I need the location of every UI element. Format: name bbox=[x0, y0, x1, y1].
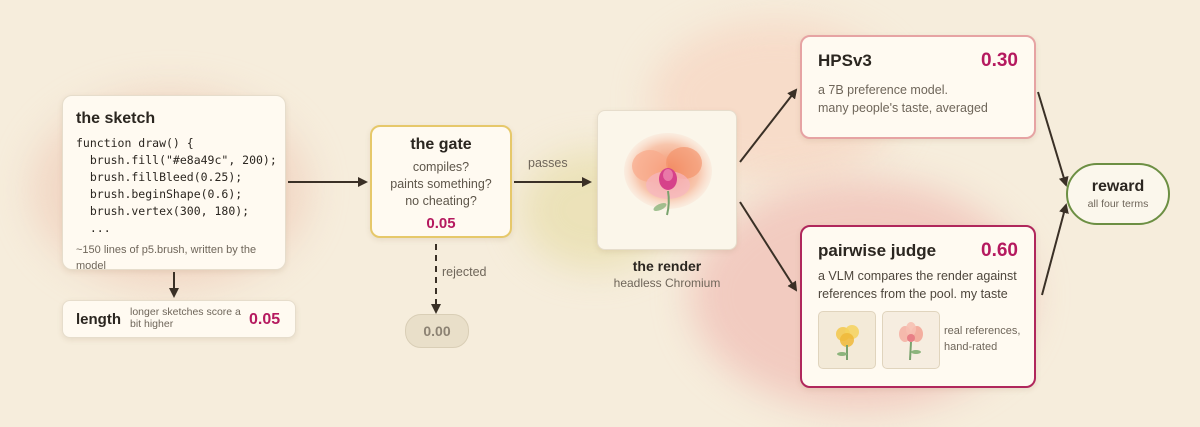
sketch-caption: ~150 lines of p5.brush, written by the m… bbox=[76, 244, 257, 272]
render-title: the render bbox=[632, 258, 702, 274]
length-score: 0.05 bbox=[249, 311, 281, 328]
sketch-code: function draw() { brush.fill("#e8a49c", … bbox=[76, 136, 277, 235]
gate-title: the gate bbox=[410, 136, 472, 153]
hpsv3-score: 0.30 bbox=[981, 50, 1018, 71]
rejected-score-pill: 0.00 bbox=[405, 314, 469, 348]
pairwise-title: pairwise judge bbox=[818, 241, 937, 260]
reference-thumb-yellow bbox=[818, 311, 876, 369]
gate-card: the gate compiles? paints something? no … bbox=[370, 125, 512, 238]
arrow-render-to-hpsv3 bbox=[739, 88, 798, 163]
render-subtitle: headless Chromium bbox=[613, 276, 721, 290]
pairwise-score: 0.60 bbox=[981, 240, 1018, 261]
gate-score: 0.05 bbox=[426, 215, 456, 232]
references-note: real references, hand-rated bbox=[944, 325, 1021, 353]
hpsv3-description: a 7B preference model. many people's tas… bbox=[818, 83, 988, 115]
sketch-title: the sketch bbox=[76, 110, 156, 127]
length-title: length bbox=[76, 311, 121, 328]
pairwise-judge-card: pairwise judge 0.60 a VLM compares the r… bbox=[800, 225, 1036, 388]
reward-pill: reward all four terms bbox=[1066, 163, 1170, 225]
arrow-render-to-pairwise bbox=[739, 201, 798, 292]
reference-thumb-pink bbox=[882, 311, 940, 369]
reward-subtitle: all four terms bbox=[1087, 198, 1149, 210]
length-card: length longer sketches score a bit highe… bbox=[62, 300, 296, 338]
rejected-label: rejected bbox=[442, 265, 487, 279]
length-description: longer sketches score a bit higher bbox=[130, 306, 241, 330]
render-card bbox=[597, 110, 737, 250]
reward-title: reward bbox=[1091, 178, 1145, 195]
hpsv3-card: HPSv3 0.30 a 7B preference model. many p… bbox=[800, 35, 1036, 139]
gate-checks: compiles? paints something? no cheating? bbox=[390, 160, 492, 208]
hpsv3-title: HPSv3 bbox=[818, 51, 872, 70]
arrow-hpsv3-to-reward bbox=[1037, 91, 1069, 187]
pairwise-description: a VLM compares the render against refere… bbox=[818, 269, 1017, 301]
sketch-card: the sketch function draw() { brush.fill(… bbox=[62, 95, 286, 272]
passes-label: passes bbox=[528, 156, 568, 170]
arrow-pairwise-to-reward bbox=[1041, 203, 1069, 296]
flower-render-image bbox=[624, 133, 712, 216]
